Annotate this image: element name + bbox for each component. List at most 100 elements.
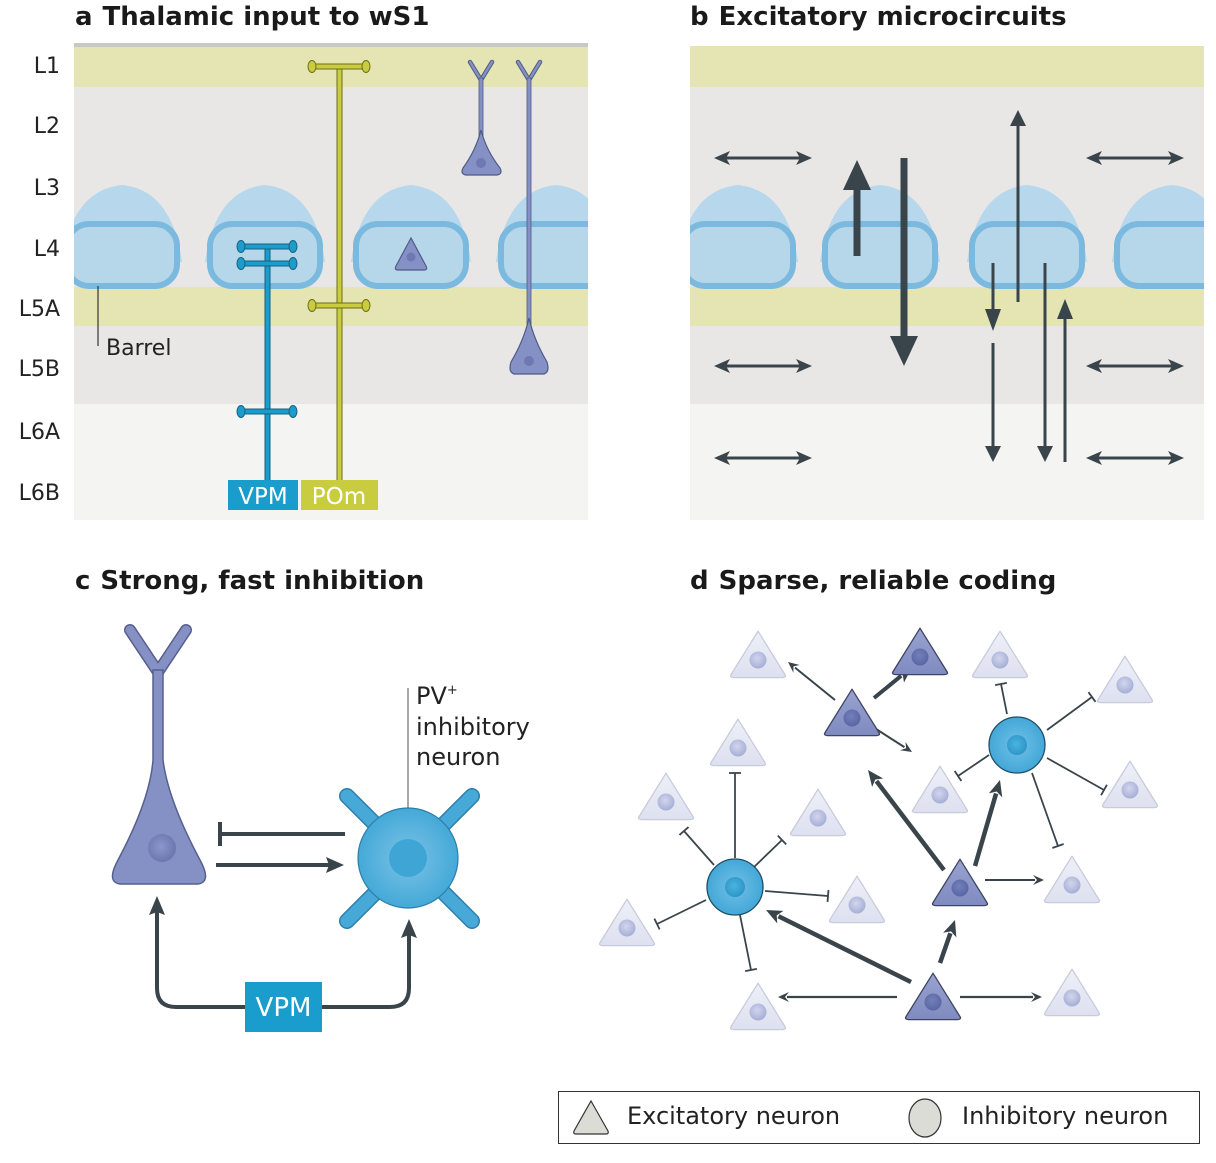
- strong-excitatory-connection: [972, 780, 1003, 867]
- inhibitory-connection: [739, 914, 758, 973]
- arrowhead-to-pyramidal: [149, 896, 165, 915]
- neuron-nucleus: [729, 739, 747, 757]
- bidirectional-arrow: [1086, 359, 1184, 373]
- layer-label-l5a: L5A: [18, 297, 60, 322]
- barrel: [1112, 185, 1204, 289]
- neuron-nucleus: [809, 809, 827, 827]
- pv-label-line2: inhibitory: [416, 713, 530, 741]
- panel-letter: c: [75, 566, 91, 596]
- excitatory-connection: [216, 857, 344, 873]
- layer-top-border: [74, 43, 588, 47]
- connections: [653, 662, 1108, 1002]
- barrel: [690, 185, 798, 289]
- neuron-nucleus: [1121, 781, 1139, 799]
- neuron-nucleus: [618, 919, 636, 937]
- layer-label-l2: L2: [33, 114, 60, 139]
- vpm-label-box: [228, 480, 298, 510]
- l4-to-l5a-arrow: [985, 263, 1001, 331]
- bidirectional-arrow: [1086, 451, 1184, 465]
- inhibitory-connection: [678, 826, 715, 866]
- layer-label-l4: L4: [33, 237, 60, 262]
- pyramidal-neuron-l23: [461, 59, 502, 176]
- l4-to-l2-arrow: [1010, 110, 1026, 302]
- inhibitory-connection: [1031, 772, 1064, 849]
- excitatory-neuron-inactive: [971, 630, 1029, 679]
- l5-to-l6-arrow: [985, 343, 1001, 462]
- neuron-nucleus: [848, 896, 866, 914]
- strong-excitatory-connection: [868, 770, 946, 872]
- inhibitory-connection: [764, 889, 830, 903]
- inhibitory-connection: [218, 822, 345, 846]
- pv-label-line3: neuron: [416, 743, 500, 771]
- neuron-nucleus: [725, 877, 745, 897]
- barrel-body: [498, 221, 588, 289]
- bidirectional-arrow: [714, 151, 812, 165]
- excitatory-legend-icon: [573, 1099, 609, 1135]
- vpm-label: VPM: [238, 484, 287, 510]
- excitatory-neuron-inactive: [729, 630, 787, 679]
- barrel: [967, 185, 1087, 289]
- legend-inhibitory-label: Inhibitory neuron: [962, 1102, 1169, 1130]
- vpm-label: VPM: [256, 993, 312, 1023]
- panel-b-title: b Excitatory microcircuits: [690, 2, 1067, 32]
- legend-excitatory-label: Excitatory neuron: [627, 1102, 841, 1130]
- panel-title-text: Excitatory microcircuits: [718, 2, 1067, 32]
- excitatory-connection: [960, 992, 1042, 1002]
- layer-label-l6b: L6B: [18, 481, 60, 506]
- excitatory-neuron-inactive: [1101, 760, 1159, 809]
- excitatory-neuron-inactive: [911, 765, 969, 814]
- arrowhead-to-pv: [401, 919, 417, 938]
- l4-to-l23-arrow: [843, 160, 871, 256]
- panel-letter: b: [690, 2, 709, 32]
- inhibitory-connection: [1046, 757, 1108, 796]
- barrels: [74, 185, 588, 289]
- inhibitory-connection: [729, 772, 741, 858]
- excitatory-neuron-inactive: [598, 898, 656, 947]
- layer-label-l3: L3: [33, 176, 60, 201]
- inhibitory-connection: [752, 835, 787, 869]
- l4-to-l6-arrow: [1037, 263, 1053, 462]
- layer-label-l6a: L6A: [18, 420, 60, 445]
- l23-to-l5-arrow: [890, 158, 918, 366]
- barrels: [690, 185, 1204, 289]
- bidirectional-arrow: [714, 451, 812, 465]
- inhibitory-neuron: [988, 716, 1046, 774]
- barrel-body: [822, 221, 938, 289]
- inhibitory-connection: [653, 899, 707, 930]
- excitatory-neuron-inactive: [1043, 968, 1101, 1017]
- vpm-axon: [236, 240, 298, 488]
- neuron-nucleus: [1063, 989, 1081, 1007]
- panel-title-text: Thalamic input to wS1: [102, 2, 430, 32]
- barrel-body: [969, 221, 1085, 289]
- neuron-nucleus: [951, 879, 969, 897]
- neuron-nucleus: [931, 786, 949, 804]
- pyramidal-neuron: [111, 624, 207, 885]
- barrel: [74, 185, 182, 289]
- neuron-nucleus: [1007, 735, 1027, 755]
- pv-label-sup: +: [447, 683, 458, 698]
- neuron-nucleus: [749, 1003, 767, 1021]
- vpm-feedforward-arrows: [155, 910, 411, 1009]
- pom-label: POm: [312, 484, 366, 510]
- layer-label-l5b: L5B: [18, 357, 60, 382]
- excitatory-neuron-inactive: [637, 772, 695, 821]
- neuron-nucleus: [1063, 876, 1081, 894]
- neuron-nucleus: [843, 709, 861, 727]
- panel-d-diagram: [598, 627, 1159, 1031]
- excitatory-neuron-inactive: [729, 982, 787, 1031]
- inhibitory-connection: [953, 754, 990, 782]
- excitatory-neuron-active: [931, 858, 989, 907]
- arrows: [714, 110, 1184, 465]
- l6-to-l4-arrow: [1057, 299, 1073, 462]
- barrel-body: [1114, 221, 1204, 289]
- pv-label-text: PV: [416, 682, 447, 710]
- layer-l6-band: [690, 404, 1204, 520]
- excitatory-neuron-active: [904, 972, 962, 1021]
- excitatory-neuron-inactive: [1043, 855, 1101, 904]
- inhibitory-connection: [994, 681, 1008, 715]
- panel-b-diagram: [690, 46, 1204, 520]
- layer-l5a-band: [690, 287, 1204, 326]
- layer-l5b-band: [74, 326, 588, 404]
